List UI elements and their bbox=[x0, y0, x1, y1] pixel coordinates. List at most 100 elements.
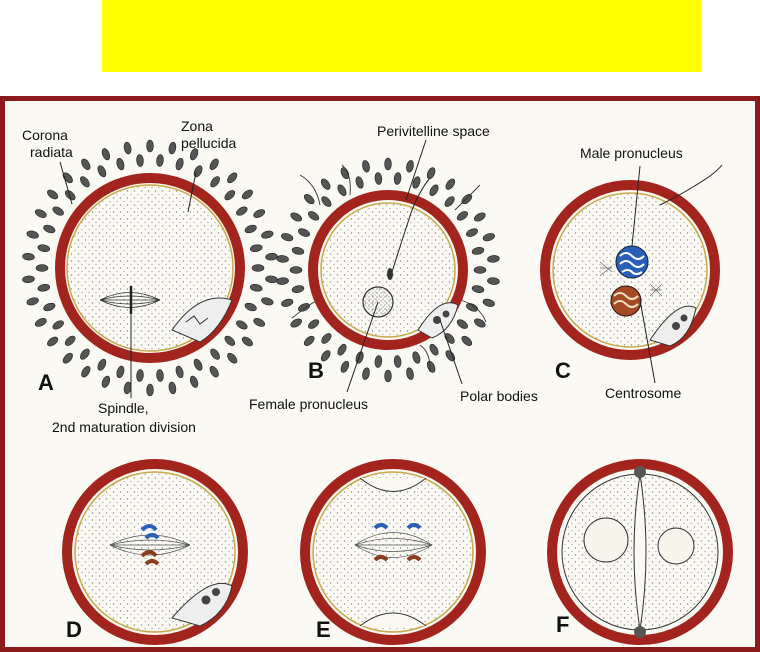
polar-bodies bbox=[171, 582, 233, 627]
corona-cell bbox=[249, 244, 263, 253]
panel-letter-e: E bbox=[316, 617, 331, 642]
corona-cell bbox=[26, 297, 39, 306]
corona-cell bbox=[429, 343, 439, 356]
mitotic-spindle bbox=[354, 532, 433, 558]
nucleus-left bbox=[583, 517, 629, 563]
panel-letter-f: F bbox=[556, 612, 569, 637]
corona-cell bbox=[406, 160, 414, 173]
panel-letter-a: A bbox=[38, 370, 54, 395]
corona-cell bbox=[146, 139, 154, 153]
female-pronucleus bbox=[610, 285, 642, 317]
corona-cell bbox=[426, 360, 436, 373]
corona-radiata-cells bbox=[22, 139, 278, 397]
corona-cell bbox=[276, 277, 289, 285]
panel-letter-c: C bbox=[555, 358, 571, 383]
corona-cell bbox=[251, 264, 265, 272]
corona-cell bbox=[298, 228, 310, 237]
corona-cell bbox=[412, 351, 421, 364]
panel-letter-d: D bbox=[66, 617, 82, 642]
polar-body-bottom bbox=[634, 626, 646, 638]
label-perivitelline-space: Perivitelline space bbox=[377, 123, 490, 139]
zygote-cytoplasm bbox=[74, 471, 236, 633]
sperm-tail bbox=[454, 184, 481, 211]
corona-cell bbox=[362, 367, 370, 380]
corona-cell bbox=[253, 318, 266, 327]
corona-cell bbox=[210, 176, 220, 188]
label-corona-line2: radiata bbox=[30, 144, 73, 160]
corona-cell bbox=[52, 320, 64, 330]
corona-cell bbox=[474, 318, 486, 328]
corona-cell bbox=[303, 335, 315, 346]
corona-cell bbox=[236, 320, 248, 330]
corona-cell bbox=[210, 348, 220, 360]
corona-cell bbox=[456, 319, 468, 329]
corona-cell bbox=[374, 355, 383, 368]
panel-c: Male pronucleus Centrosome C bbox=[540, 145, 723, 401]
corona-cell bbox=[37, 283, 51, 292]
corona-cell bbox=[193, 358, 203, 371]
polar-body-top bbox=[634, 466, 646, 478]
corona-cell bbox=[22, 275, 35, 284]
sperm-tail bbox=[659, 164, 723, 206]
corona-cell bbox=[227, 352, 238, 364]
corona-cell bbox=[461, 194, 473, 205]
corona-cell bbox=[303, 194, 315, 205]
corona-cell bbox=[47, 336, 59, 347]
corona-cell bbox=[291, 285, 305, 293]
label-centrosome: Centrosome bbox=[605, 385, 681, 401]
corona-cell bbox=[406, 367, 414, 380]
corona-cell bbox=[64, 335, 76, 346]
centrosome-aster bbox=[599, 261, 663, 297]
brown-chromosomes bbox=[373, 555, 422, 562]
corona-cell bbox=[156, 369, 164, 382]
corona-cell bbox=[308, 211, 320, 221]
blue-chromosomes bbox=[373, 523, 422, 530]
corona-cell bbox=[281, 233, 294, 242]
male-chromatin bbox=[619, 252, 645, 275]
corona-cell bbox=[116, 365, 125, 379]
corona-cell bbox=[355, 176, 364, 189]
corona-cell bbox=[261, 230, 274, 239]
cleavage-furrow-top bbox=[359, 477, 427, 492]
corona-cell bbox=[355, 351, 364, 364]
corona-cell bbox=[236, 206, 248, 216]
corona-cell bbox=[340, 167, 350, 180]
label-spindle-line2: 2nd maturation division bbox=[52, 419, 196, 435]
corona-cell bbox=[62, 352, 73, 364]
corona-cell bbox=[43, 302, 56, 312]
label-corona-line1: Corona bbox=[22, 127, 68, 143]
label-zona-line1: Zona bbox=[181, 118, 213, 134]
corona-cell bbox=[227, 172, 238, 184]
sperm-head bbox=[387, 268, 393, 280]
mitotic-spindle bbox=[109, 534, 191, 556]
corona-cell bbox=[101, 375, 111, 388]
corona-cell bbox=[168, 141, 177, 155]
corona-cell bbox=[175, 157, 184, 171]
corona-cell bbox=[224, 190, 236, 201]
corona-cell bbox=[374, 172, 383, 185]
label-spindle-line1: Spindle, bbox=[98, 400, 149, 416]
corona-cell bbox=[35, 264, 49, 272]
corona-cell bbox=[393, 172, 402, 185]
zona-pellucida bbox=[55, 173, 245, 363]
corona-cell bbox=[146, 383, 154, 397]
female-chromatin bbox=[613, 292, 639, 308]
corona-cell bbox=[473, 266, 487, 274]
corona-cell bbox=[308, 319, 320, 329]
corona-cell bbox=[244, 302, 257, 312]
corona-cell bbox=[290, 212, 302, 222]
corona-cell bbox=[466, 303, 478, 312]
corona-cell bbox=[34, 209, 47, 218]
zona-pellucida bbox=[547, 459, 733, 645]
corona-cell bbox=[64, 190, 76, 201]
corona-cell bbox=[337, 343, 347, 356]
corona-cell bbox=[291, 247, 305, 255]
corona-cell bbox=[209, 158, 219, 171]
corona-cell bbox=[362, 160, 370, 173]
corona-cell bbox=[241, 189, 253, 200]
corona-cell bbox=[241, 336, 253, 347]
panel-e: E bbox=[300, 459, 486, 645]
corona-cell bbox=[189, 375, 199, 388]
sperm-tail bbox=[341, 164, 351, 196]
